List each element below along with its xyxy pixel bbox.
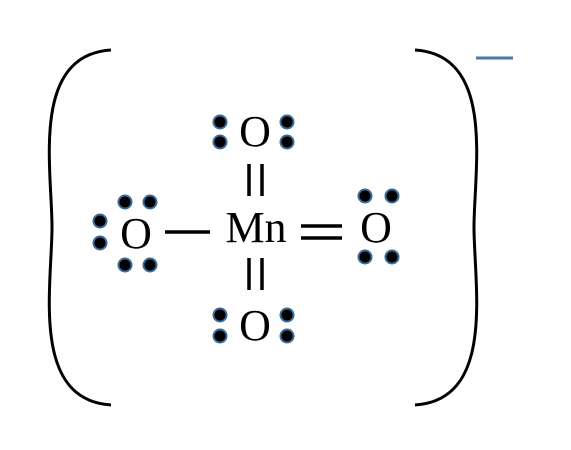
bond-bottom-double xyxy=(247,258,264,290)
oxygen-atom-bottom: O xyxy=(239,301,271,350)
lone-pair-right-below xyxy=(357,249,400,265)
oxygen-atom-left: O xyxy=(120,209,152,258)
oxygen-atom-top: O xyxy=(239,107,271,156)
lone-pair-bottom-left xyxy=(212,307,228,344)
lone-pair-right-above xyxy=(357,188,400,204)
lone-pair-left-side xyxy=(92,213,108,251)
right-bracket xyxy=(414,48,479,407)
oxygen-atom-right: O xyxy=(360,203,392,252)
lone-pair-top-left xyxy=(212,114,228,150)
lone-pair-left-above xyxy=(117,194,158,210)
lone-pair-bottom-right xyxy=(279,307,295,344)
bond-top-double xyxy=(247,164,264,196)
central-atom-mn: Mn xyxy=(225,203,286,252)
left-bracket xyxy=(47,48,112,407)
lone-pair-top-right xyxy=(279,114,295,150)
bond-right-double xyxy=(301,224,342,240)
lone-pair-left-below xyxy=(117,257,158,273)
